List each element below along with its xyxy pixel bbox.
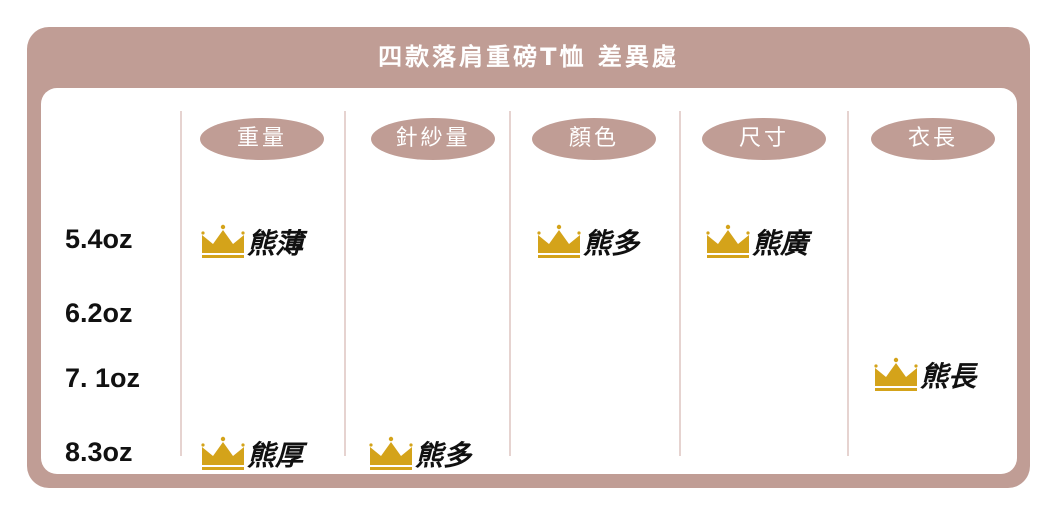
row-label-7-1oz: 7. 1oz: [65, 363, 141, 393]
award-text: 熊多: [583, 227, 640, 260]
row-label-6-2oz: 6.2oz: [65, 298, 133, 328]
column-divider: [847, 111, 849, 456]
award-cell: 熊廣: [706, 222, 808, 262]
column-divider: [509, 111, 511, 456]
column-header-yarn-count: 針紗量: [371, 118, 495, 160]
award-cell: 熊多: [369, 434, 471, 474]
column-divider: [180, 111, 182, 456]
award-text: 熊厚: [247, 439, 304, 472]
column-header-size: 尺寸: [702, 118, 826, 160]
column-divider: [344, 111, 346, 456]
award-text: 熊多: [415, 439, 472, 472]
crown-icon: [201, 436, 245, 472]
award-text: 熊廣: [752, 227, 809, 260]
comparison-table: 重量 針紗量 顏色 尺寸 衣長 5.4oz 6.2oz 7. 1oz 8.3oz…: [41, 88, 1017, 474]
award-cell: 熊厚: [201, 434, 303, 474]
award-cell: 熊長: [874, 355, 976, 395]
award-cell: 熊多: [537, 222, 639, 262]
column-header-color: 顏色: [532, 118, 656, 160]
crown-icon: [537, 224, 581, 260]
crown-icon: [706, 224, 750, 260]
row-label-8-3oz: 8.3oz: [65, 437, 133, 467]
column-divider: [679, 111, 681, 456]
crown-icon: [201, 224, 245, 260]
award-text: 熊長: [920, 360, 977, 393]
row-label-5-4oz: 5.4oz: [65, 224, 133, 254]
crown-icon: [874, 357, 918, 393]
card-title: 四款落肩重磅T恤 差異處: [378, 43, 679, 71]
column-header-weight: 重量: [200, 118, 324, 160]
award-text: 熊薄: [247, 227, 304, 260]
column-header-length: 衣長: [871, 118, 995, 160]
comparison-card: 四款落肩重磅T恤 差異處 重量 針紗量 顏色 尺寸 衣長 5.4oz 6.2oz…: [27, 27, 1030, 488]
crown-icon: [369, 436, 413, 472]
award-cell: 熊薄: [201, 222, 303, 262]
